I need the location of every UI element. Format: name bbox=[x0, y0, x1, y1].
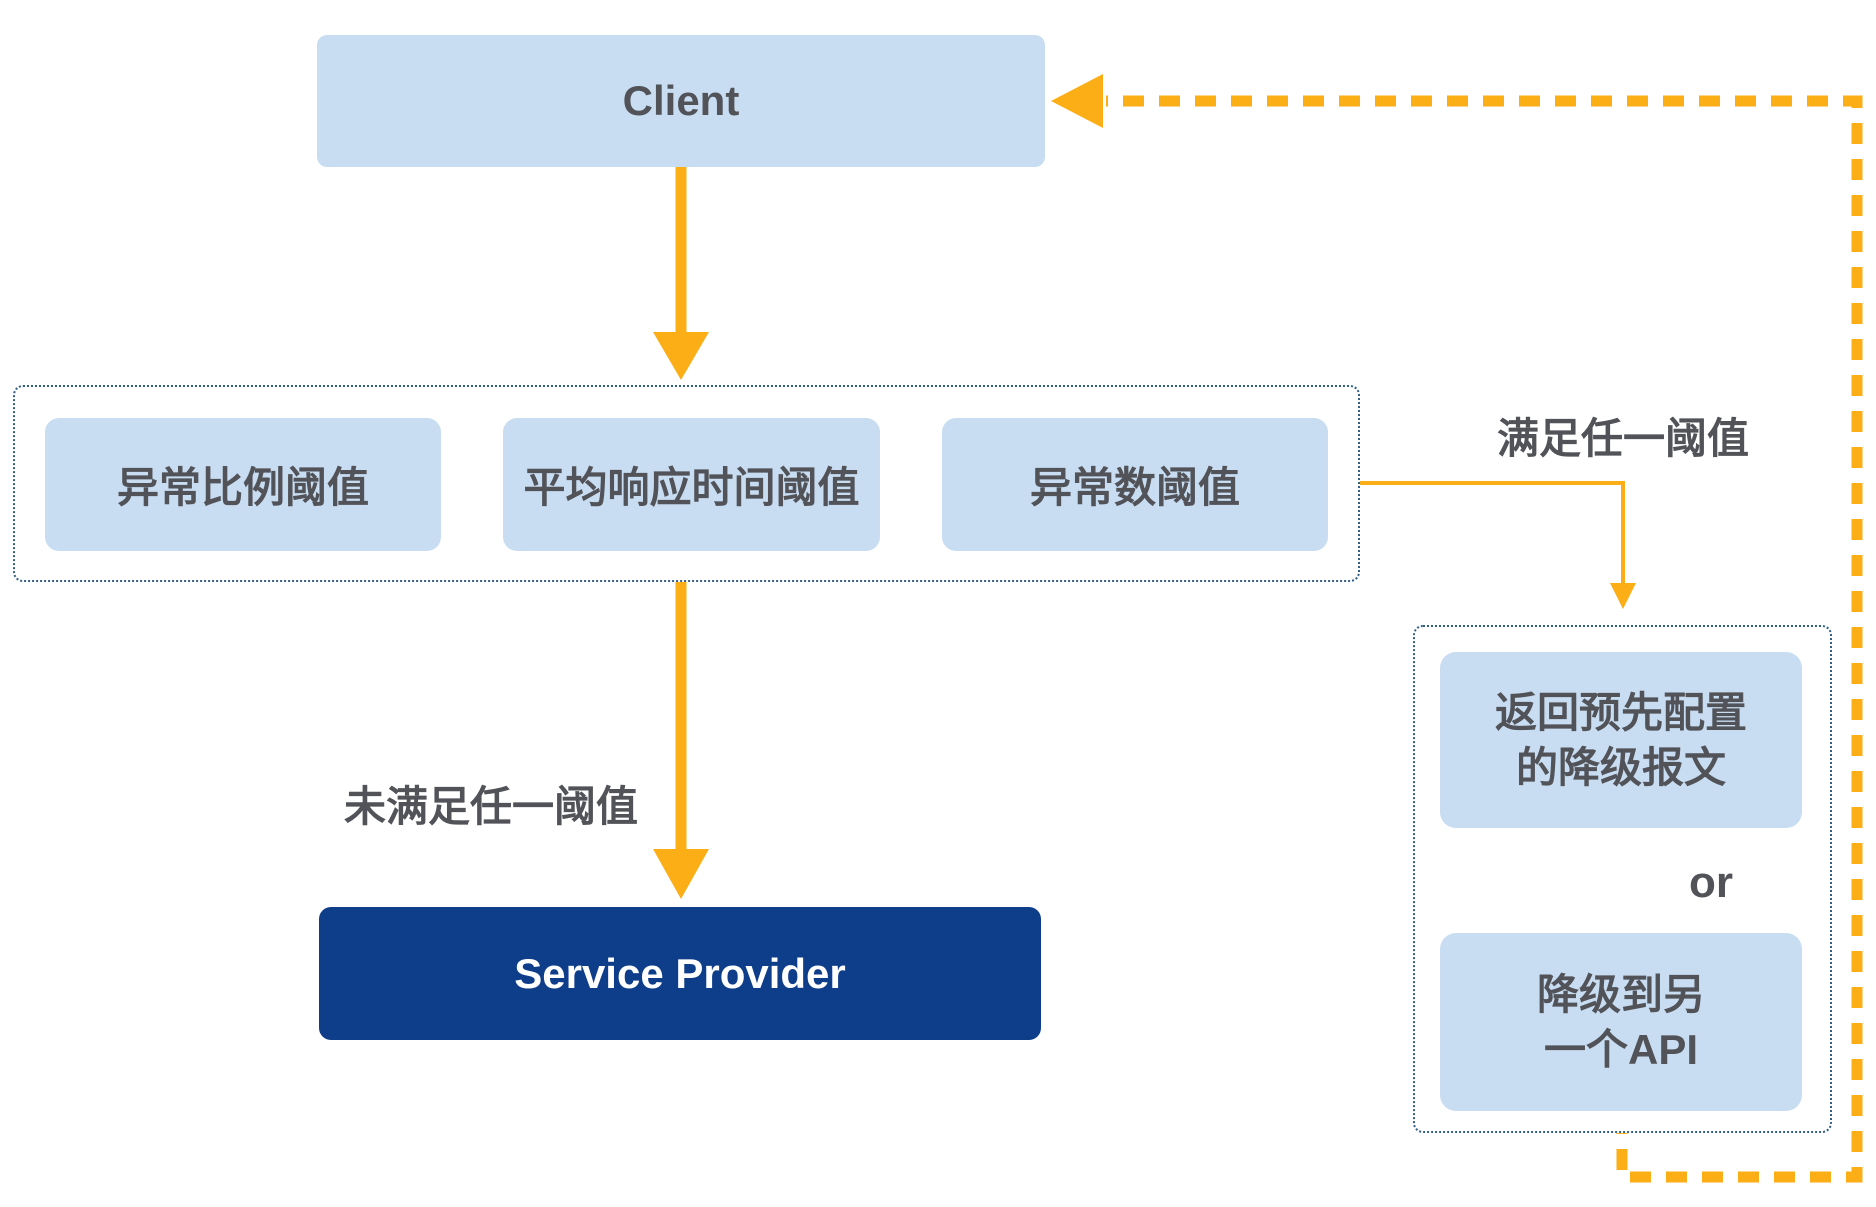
or-label: or bbox=[1689, 858, 1733, 907]
fallback-another-api-node: 降级到另 一个API bbox=[1440, 933, 1802, 1111]
service-provider-label: Service Provider bbox=[514, 949, 846, 997]
client-label: Client bbox=[622, 77, 740, 124]
threshold-avg-response-time-label: 平均响应时间阈值 bbox=[523, 464, 860, 511]
threshold-exception-count: 异常数阈值 bbox=[942, 418, 1328, 551]
fallback-another-api-label: 降级到另 一个API bbox=[1536, 970, 1705, 1073]
fallback-return-message-label: 返回预先配置 的降级报文 bbox=[1494, 688, 1747, 791]
arrow-meet-any-elbow-icon bbox=[1360, 481, 1636, 609]
service-provider-node: Service Provider bbox=[319, 907, 1041, 1040]
not-meet-any-threshold-label: 未满足任一阈值 bbox=[343, 782, 638, 830]
arrow-client-to-thresholds-icon bbox=[653, 167, 709, 380]
threshold-avg-response-time: 平均响应时间阈值 bbox=[503, 418, 880, 551]
threshold-exception-ratio-label: 异常比例阈值 bbox=[116, 464, 369, 511]
client-node: Client bbox=[317, 35, 1045, 167]
threshold-exception-count-label: 异常数阈值 bbox=[1029, 464, 1240, 511]
fallback-return-message-node: 返回预先配置 的降级报文 bbox=[1440, 652, 1802, 828]
meet-any-threshold-label: 满足任一阈值 bbox=[1496, 414, 1749, 462]
threshold-exception-ratio: 异常比例阈值 bbox=[45, 418, 441, 551]
arrow-thresholds-to-provider-icon bbox=[653, 582, 709, 899]
